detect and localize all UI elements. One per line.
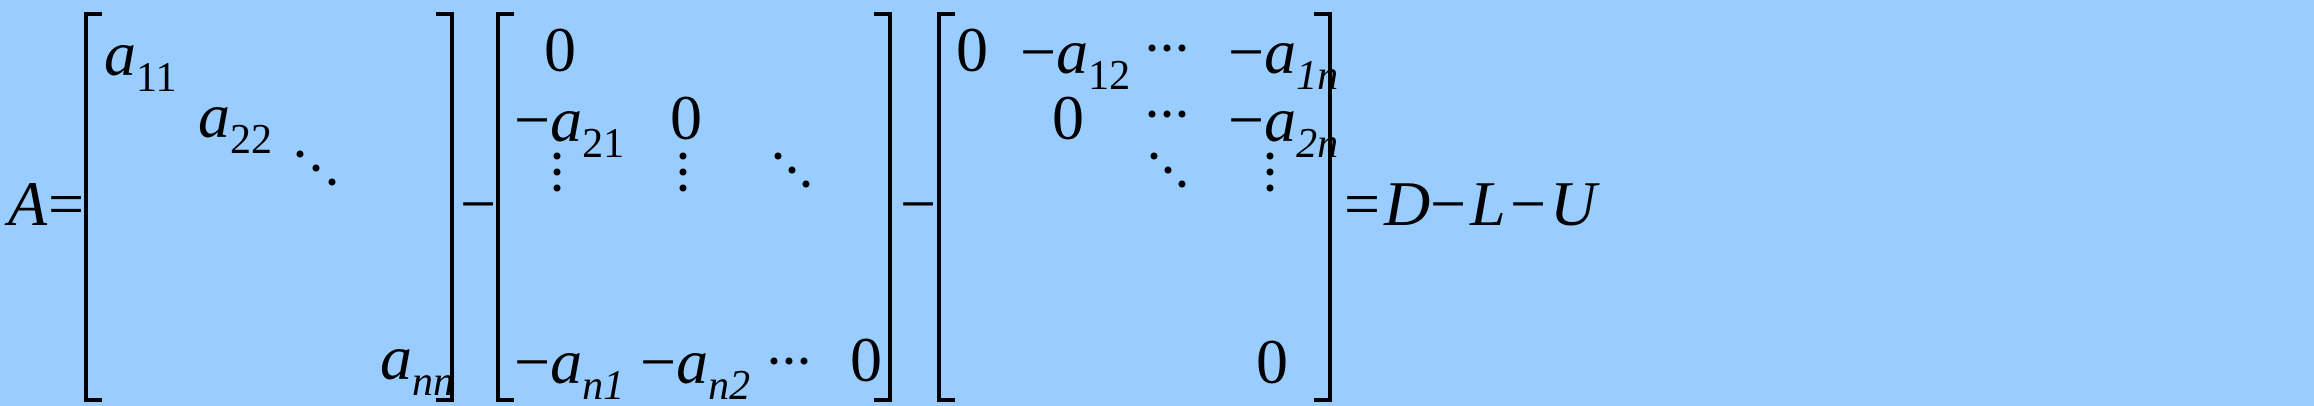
rhs-minus-sign-1: − (1430, 168, 1467, 239)
matrix-d-entry-a22: a22 (198, 80, 272, 163)
matrix-l-entry-an1: −an1 (514, 326, 625, 406)
matrix-u-entry-a2n: −a2n (1228, 84, 1339, 167)
matrix-u-entry-a12: −a12 (1020, 16, 1131, 99)
rhs-symbol-l: L (1470, 168, 1506, 239)
matrix-l-vdots-col1 (553, 152, 561, 192)
minus-sign-1: − (460, 168, 497, 239)
matrix-l-vdots-col2 (679, 152, 687, 192)
matrix-l-entry-a21: −a21 (514, 84, 625, 167)
matrix-l-ddots (774, 152, 810, 188)
rhs-symbol-u: U (1550, 168, 1597, 239)
rhs-symbol-d: D (1384, 168, 1431, 239)
matrix-l-entry-zero-3: 0 (850, 324, 882, 395)
matrix-d-entry-a11: a11 (104, 18, 177, 101)
matrix-u-cdots-row2 (1148, 110, 1186, 118)
minus-sign-2: − (900, 168, 937, 239)
matrix-u-ddots (1150, 152, 1186, 188)
matrix-u-cdots-row1 (1148, 44, 1186, 52)
matrix-l-cdots (770, 357, 808, 365)
lhs-symbol-a: A (8, 168, 48, 239)
matrix-l-entry-zero-1: 0 (544, 14, 576, 85)
matrix-d-ddots (296, 150, 336, 186)
matrix-u-entry-zero-3: 0 (1256, 326, 1288, 397)
matrix-u-entry-zero-2: 0 (1052, 82, 1084, 153)
rhs-minus-sign-2: − (1510, 168, 1547, 239)
matrix-u-entry-a1n: −a1n (1228, 16, 1339, 99)
matrix-l-entry-zero-2: 0 (670, 82, 702, 153)
matrix-d-entry-ann: ann (380, 322, 454, 405)
lhs-equals-sign: = (48, 168, 85, 239)
rhs-equals-sign: = (1344, 168, 1381, 239)
matrix-l-entry-an2: −an2 (640, 326, 751, 406)
matrix-u-entry-zero-1: 0 (956, 14, 988, 85)
matrix-u-vdots-last-col (1266, 152, 1274, 192)
